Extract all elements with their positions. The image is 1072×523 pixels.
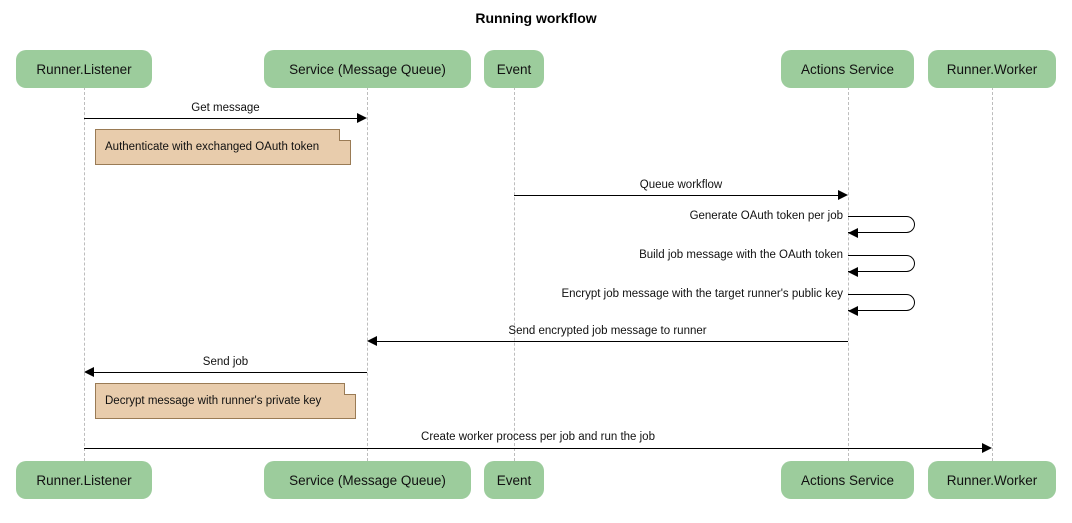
message-label-build-job-message: Build job message with the OAuth token xyxy=(639,249,843,261)
selfcall-loop-build-job-message xyxy=(848,255,915,272)
participant-event-top[interactable]: Event xyxy=(484,50,544,88)
participant-label: Actions Service xyxy=(800,472,895,488)
message-label-generate-token: Generate OAuth token per job xyxy=(689,210,843,222)
message-label-encrypt-job: Encrypt job message with the target runn… xyxy=(561,288,843,300)
participant-label: Runner.Worker xyxy=(946,472,1038,488)
arrowhead-create-worker xyxy=(982,443,992,453)
message-label-queue-workflow: Queue workflow xyxy=(639,179,723,191)
arrowhead-generate-token xyxy=(848,228,858,238)
participant-label: Runner.Worker xyxy=(946,61,1038,77)
participant-label: Actions Service xyxy=(800,61,895,77)
arrowhead-queue-workflow xyxy=(838,190,848,200)
diagram-title: Running workflow xyxy=(475,10,597,26)
participant-runner-listener-top[interactable]: Runner.Listener xyxy=(16,50,152,88)
note-fold-corner-icon xyxy=(339,129,351,141)
arrowhead-send-encrypted xyxy=(367,336,377,346)
participant-label: Service (Message Queue) xyxy=(289,472,446,488)
arrowhead-get-message xyxy=(357,113,367,123)
participant-actions-service-bottom[interactable]: Actions Service xyxy=(781,461,914,499)
participant-service-mq-bottom[interactable]: Service (Message Queue) xyxy=(264,461,471,499)
message-label-send-encrypted: Send encrypted job message to runner xyxy=(508,325,707,337)
participant-actions-service-top[interactable]: Actions Service xyxy=(781,50,914,88)
message-line-queue-workflow xyxy=(514,195,838,196)
lifeline-event xyxy=(514,87,515,461)
participant-label: Runner.Listener xyxy=(36,472,132,488)
participant-label: Event xyxy=(496,61,532,77)
lifeline-runner-worker xyxy=(992,87,993,461)
message-label-get-message: Get message xyxy=(191,102,260,114)
arrowhead-encrypt-job xyxy=(848,306,858,316)
message-line-send-job xyxy=(94,372,367,373)
lifeline-runner-listener xyxy=(84,87,85,461)
arrowhead-build-job-message xyxy=(848,267,858,277)
participant-runner-listener-bottom[interactable]: Runner.Listener xyxy=(16,461,152,499)
participant-runner-worker-top[interactable]: Runner.Worker xyxy=(928,50,1056,88)
selfcall-loop-encrypt-job xyxy=(848,294,915,311)
participant-event-bottom[interactable]: Event xyxy=(484,461,544,499)
note-authenticate: Authenticate with exchanged OAuth token xyxy=(95,129,351,165)
message-line-send-encrypted xyxy=(377,341,848,342)
message-line-create-worker xyxy=(84,448,982,449)
participant-label: Service (Message Queue) xyxy=(289,61,446,77)
participant-runner-worker-bottom[interactable]: Runner.Worker xyxy=(928,461,1056,499)
participant-label: Runner.Listener xyxy=(36,61,132,77)
note-label: Decrypt message with runner's private ke… xyxy=(105,395,322,407)
arrowhead-send-job xyxy=(84,367,94,377)
message-line-get-message xyxy=(84,118,357,119)
message-label-create-worker: Create worker process per job and run th… xyxy=(421,431,655,443)
participant-service-mq-top[interactable]: Service (Message Queue) xyxy=(264,50,471,88)
note-fold-corner-icon xyxy=(344,383,356,395)
participant-label: Event xyxy=(496,472,532,488)
note-label: Authenticate with exchanged OAuth token xyxy=(105,141,320,153)
selfcall-loop-generate-token xyxy=(848,216,915,233)
message-label-send-job: Send job xyxy=(202,356,249,368)
lifeline-service-mq xyxy=(367,87,368,461)
note-decrypt: Decrypt message with runner's private ke… xyxy=(95,383,356,419)
